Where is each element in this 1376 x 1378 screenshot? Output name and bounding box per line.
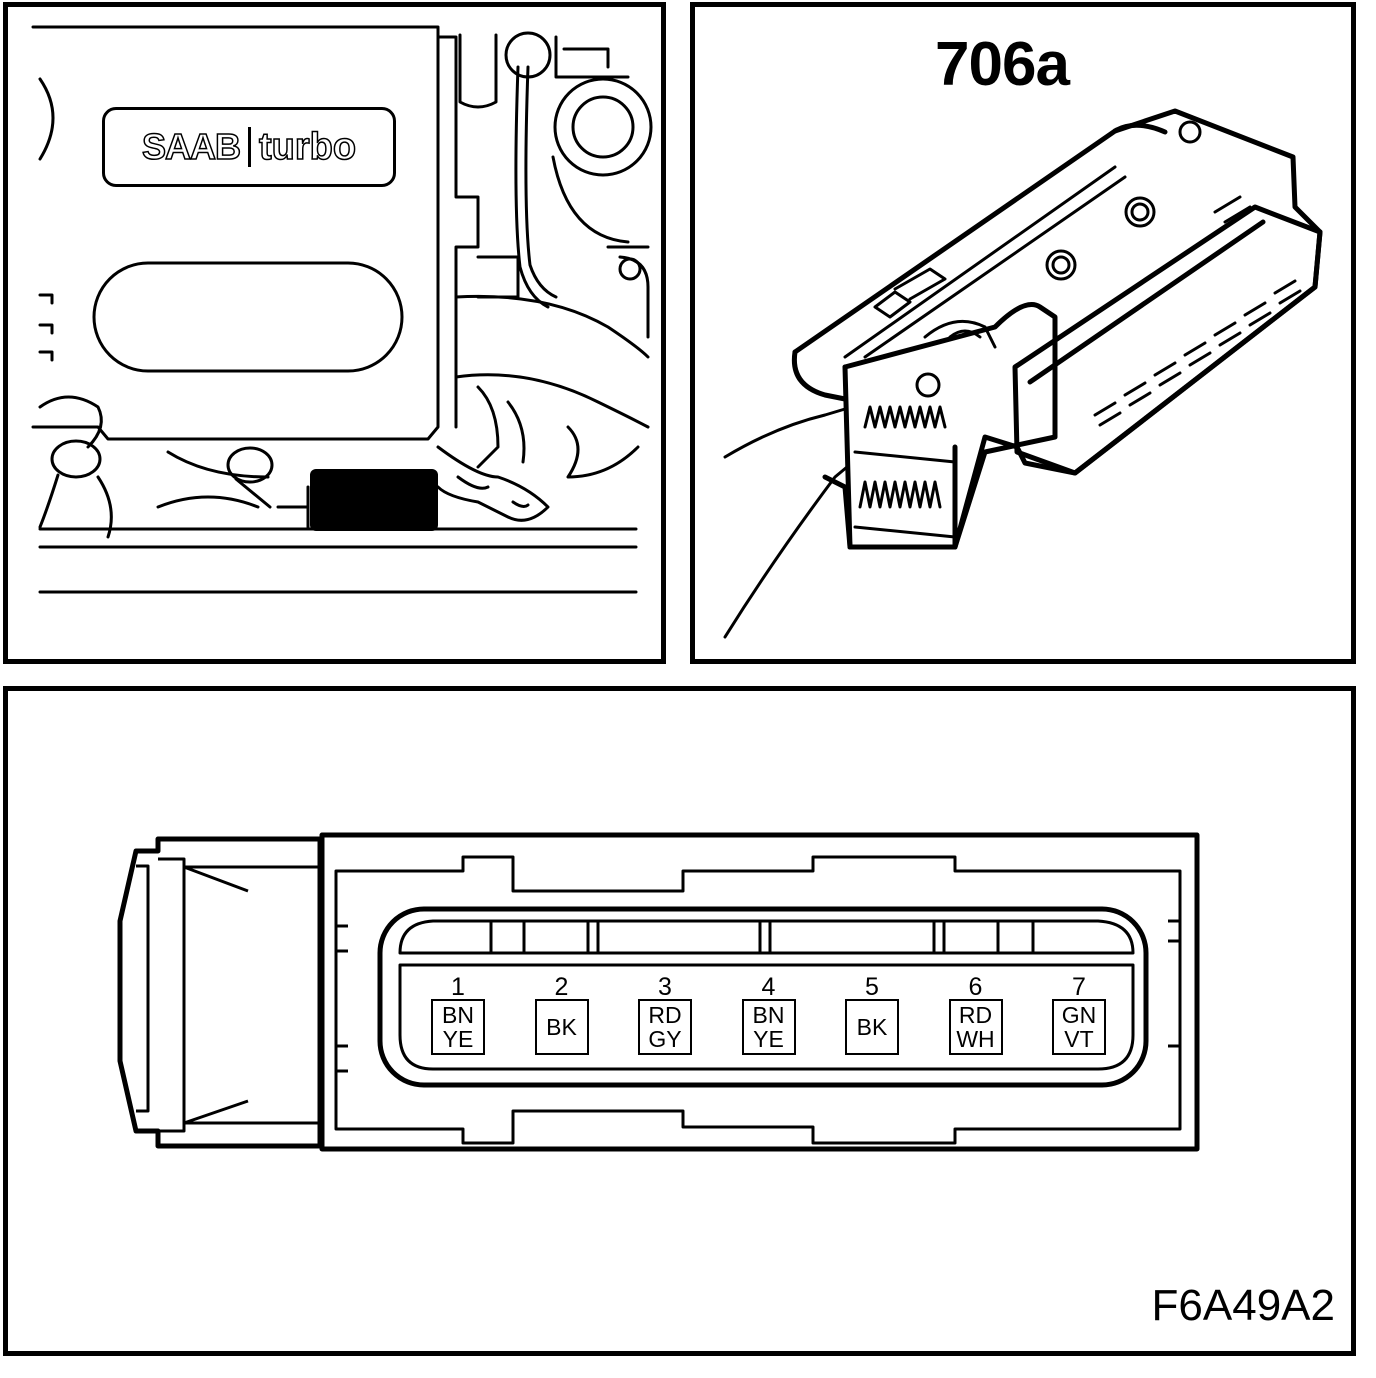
component-id: 706a bbox=[935, 30, 1070, 99]
connector-location-highlight bbox=[310, 469, 438, 531]
pin-number: 6 bbox=[968, 973, 983, 1001]
pin-number: 2 bbox=[554, 973, 569, 1001]
wire-color-code: RD bbox=[958, 1002, 993, 1028]
connector-3d-panel: 706a bbox=[690, 2, 1356, 664]
wire-color-code: YE bbox=[753, 1026, 784, 1052]
pin-number: 7 bbox=[1072, 973, 1086, 1001]
location-panel: SAAB turbo bbox=[3, 2, 666, 664]
pin-number: 3 bbox=[658, 973, 672, 1001]
engine-bay-drawing bbox=[31, 25, 653, 594]
badge-separator bbox=[247, 127, 251, 167]
wire-color-code: RD bbox=[648, 1002, 682, 1028]
pin-number: 4 bbox=[761, 973, 776, 1001]
engine-cover bbox=[31, 25, 440, 441]
wire-color-code: WH bbox=[956, 1026, 995, 1052]
pin-wire-color-box: BK bbox=[534, 999, 589, 1055]
engine-badge: SAAB turbo bbox=[102, 107, 396, 187]
wire-color-code: VT bbox=[1064, 1026, 1094, 1052]
badge-model: turbo bbox=[258, 125, 357, 169]
wire-color-code: GN bbox=[1061, 1002, 1097, 1028]
connector-pinout-drawing bbox=[117, 832, 1200, 1152]
wire-color-code: GY bbox=[648, 1026, 682, 1052]
wire-color-code: BK bbox=[856, 1014, 888, 1040]
wire-color-code: BN bbox=[442, 1002, 474, 1028]
figure-code: F6A49A2 bbox=[1151, 1281, 1335, 1330]
wire-color-code: YE bbox=[442, 1026, 474, 1052]
cover-oval bbox=[92, 261, 404, 373]
left-curve bbox=[38, 77, 55, 161]
pin-number: 1 bbox=[451, 973, 465, 1001]
wire-color-code: BK bbox=[546, 1014, 577, 1040]
pin-wire-color-box: BK bbox=[845, 999, 899, 1055]
badge-brand: SAAB bbox=[141, 125, 242, 168]
connector-3d-drawing bbox=[723, 108, 1323, 639]
wire-color-code: BN bbox=[752, 1002, 785, 1028]
pin-number: 5 bbox=[865, 973, 879, 1001]
